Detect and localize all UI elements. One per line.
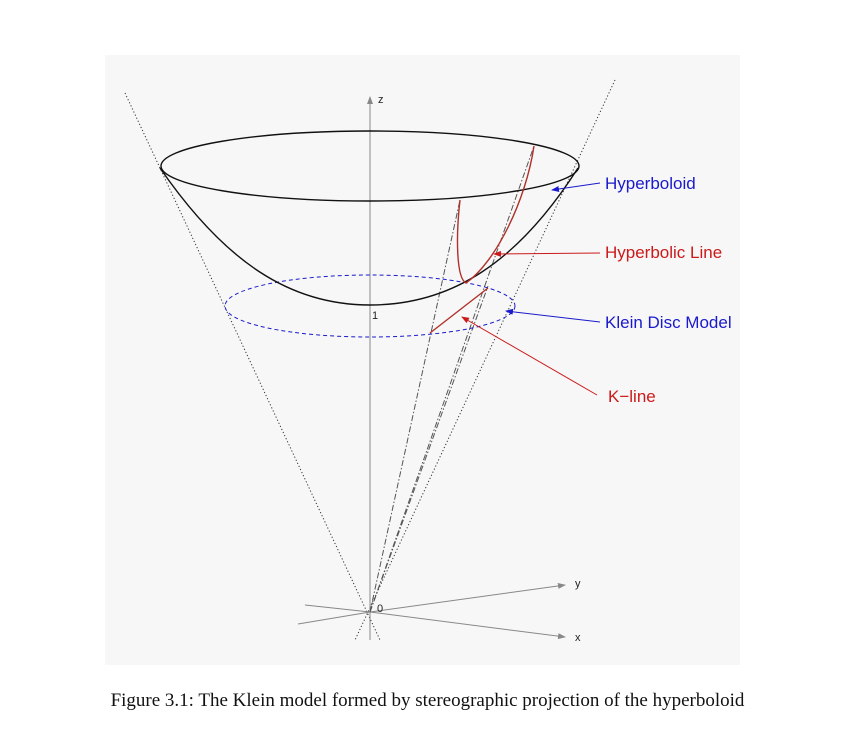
hyperbolic-line xyxy=(456,145,535,284)
unit-label: 1 xyxy=(372,310,378,322)
y-axis xyxy=(369,582,566,613)
figure: z y x 0 1 Hyperboloid Hyperbolic Lin xyxy=(105,55,740,665)
k-line-label: K−line xyxy=(608,387,656,406)
projection-ray-2 xyxy=(369,145,535,613)
z-axis-label: z xyxy=(378,94,384,106)
projection-ray-1 xyxy=(369,199,461,613)
x-axis-back xyxy=(304,604,371,613)
x-axis-label: x xyxy=(575,632,581,644)
hyperbolic-line-leader xyxy=(493,250,601,257)
figure-background xyxy=(105,55,740,665)
y-axis-label: y xyxy=(575,578,581,590)
figure-caption: Figure 3.1: The Klein model formed by st… xyxy=(110,690,745,711)
klein-disc xyxy=(224,274,516,338)
hyperboloid-label: Hyperboloid xyxy=(605,174,696,193)
hyperboloid-rim xyxy=(160,130,580,202)
x-axis xyxy=(369,611,566,640)
hyperboloid-leader xyxy=(551,182,601,192)
hyperboloid-bowl xyxy=(159,167,579,306)
hyperbolic-line-label: Hyperbolic Line xyxy=(605,243,722,262)
klein-model-diagram: z y x 0 1 Hyperboloid Hyperbolic Lin xyxy=(105,55,740,665)
projection-ray-3 xyxy=(369,285,489,613)
klein-disc-leader xyxy=(505,308,601,323)
k-line-leader xyxy=(461,316,598,396)
origin-label: 0 xyxy=(377,603,383,615)
light-cone-right xyxy=(354,79,616,641)
k-line-chord xyxy=(429,287,489,334)
klein-disc-model-label: Klein Disc Model xyxy=(605,313,732,332)
y-axis-back xyxy=(297,611,371,625)
